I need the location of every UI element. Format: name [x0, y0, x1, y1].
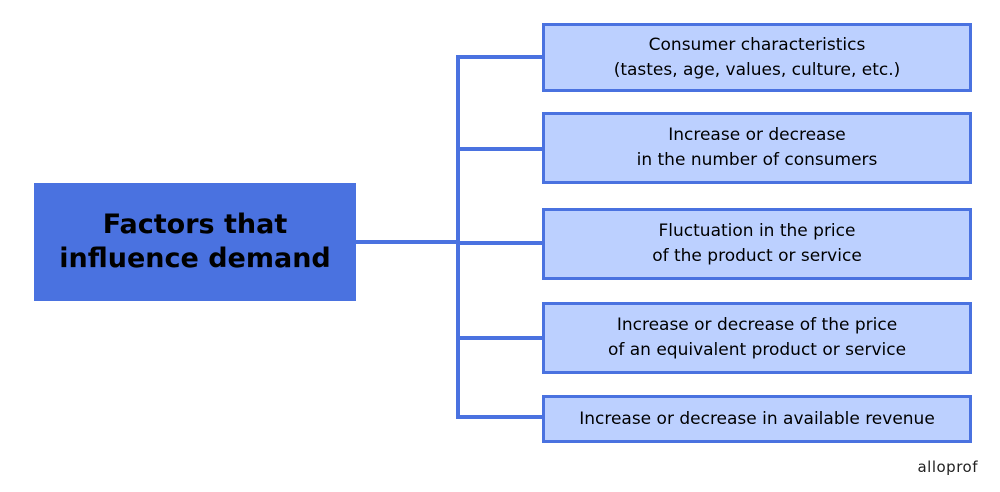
- factor-node-label: Increase or decrease in the number of co…: [636, 125, 878, 170]
- factor-node-3: Fluctuation in the price of the product …: [542, 208, 972, 280]
- factor-node-4: Increase or decrease of the price of an …: [542, 302, 972, 374]
- branch-line-2: [456, 147, 544, 151]
- root-connector-line: [356, 240, 458, 244]
- factor-node-2: Increase or decrease in the number of co…: [542, 112, 972, 184]
- branch-line-1: [456, 55, 544, 59]
- factor-node-label: Fluctuation in the price of the product …: [652, 221, 862, 266]
- factor-node-label: Consumer characteristics (tastes, age, v…: [613, 34, 901, 80]
- factor-node-label: Increase or decrease of the price of an …: [607, 315, 907, 360]
- root-node-label: Factors that influence demand: [59, 209, 331, 274]
- factor-node-label: Increase or decrease in available revenu…: [579, 408, 935, 429]
- vertical-spine-line: [456, 55, 460, 418]
- branch-line-5: [456, 415, 544, 419]
- alloprof-logo: alloprof: [917, 458, 978, 476]
- branch-line-4: [456, 336, 544, 340]
- factor-node-5: Increase or decrease in available revenu…: [542, 395, 972, 443]
- root-node: Factors that influence demand: [34, 183, 356, 301]
- factor-node-1: Consumer characteristics (tastes, age, v…: [542, 23, 972, 92]
- branch-line-3: [456, 241, 544, 245]
